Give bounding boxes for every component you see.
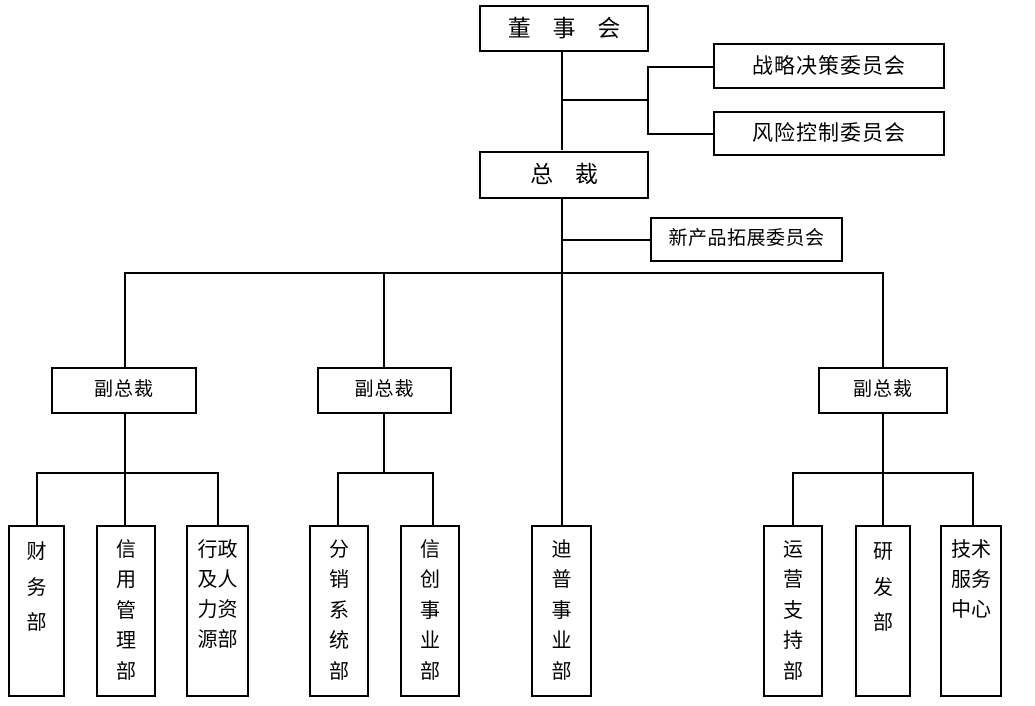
edge-president-trunk [561, 199, 563, 530]
node-vp-mid-label: 副总裁 [354, 379, 415, 401]
edge-bus-to-vp-right [882, 272, 884, 368]
edge-to-dept-xinchuang [432, 472, 434, 526]
node-strategy-committee[interactable]: 战略决策委员会 [713, 43, 945, 89]
edge-to-dept-rnd [882, 472, 884, 526]
edge-to-strategy-committee [647, 66, 714, 68]
edge-vp-mid-stem [383, 414, 385, 474]
node-dept-finance[interactable]: 财 务 部 [8, 525, 65, 697]
edge-vp-left-bus [36, 472, 219, 474]
node-dept-ops-support-label: 运 营 支 持 部 [783, 539, 803, 683]
node-new-product-committee-label: 新产品拓展委员会 [668, 228, 825, 250]
node-dept-tech-service-label: 技术 服务 中心 [951, 539, 991, 621]
edge-vp-left-stem [124, 414, 126, 474]
node-vp-left[interactable]: 副总裁 [51, 367, 197, 414]
node-dept-dptech[interactable]: 迪 普 事 业 部 [531, 525, 592, 697]
node-dept-distribution[interactable]: 分 销 系 统 部 [309, 525, 369, 697]
edge-to-dept-distribution [337, 472, 339, 526]
edge-board-president [561, 52, 563, 150]
edge-to-risk-committee [647, 133, 714, 135]
edge-to-dept-ops-support [792, 472, 794, 526]
edge-to-new-product-committee [561, 239, 651, 241]
node-dept-admin-hr-label: 行政 及人 力资 源部 [197, 539, 238, 651]
edge-to-dept-tech-service [972, 472, 974, 526]
node-new-product-committee[interactable]: 新产品拓展委员会 [650, 217, 843, 262]
edge-to-dept-admin-hr [217, 472, 219, 526]
node-risk-committee[interactable]: 风险控制委员会 [713, 111, 945, 156]
node-vp-right-label: 副总裁 [852, 379, 913, 401]
node-board[interactable]: 董 事 会 [479, 5, 649, 52]
node-dept-credit-mgmt[interactable]: 信 用 管 理 部 [96, 525, 156, 697]
node-dept-xinchuang[interactable]: 信 创 事 业 部 [400, 525, 460, 697]
node-dept-distribution-label: 分 销 系 统 部 [329, 539, 349, 683]
edge-bus-to-vp-mid [383, 272, 385, 368]
node-dept-admin-hr[interactable]: 行政 及人 力资 源部 [186, 525, 249, 697]
edge-committee-riser [647, 67, 649, 135]
node-dept-rnd[interactable]: 研 发 部 [855, 525, 911, 697]
node-vp-mid[interactable]: 副总裁 [317, 367, 452, 414]
node-dept-tech-service[interactable]: 技术 服务 中心 [940, 525, 1002, 697]
node-strategy-committee-label: 战略决策委员会 [752, 53, 906, 78]
node-president-label: 总 裁 [530, 162, 606, 188]
node-dept-xinchuang-label: 信 创 事 业 部 [420, 539, 440, 683]
node-president[interactable]: 总 裁 [479, 151, 649, 199]
node-dept-credit-mgmt-label: 信 用 管 理 部 [116, 539, 136, 683]
edge-to-dept-finance [36, 472, 38, 526]
node-board-label: 董 事 会 [507, 15, 629, 41]
node-risk-committee-label: 风险控制委员会 [752, 121, 906, 146]
node-dept-finance-label: 财 务 部 [26, 541, 47, 635]
edge-vp-right-stem [882, 414, 884, 474]
node-dept-ops-support[interactable]: 运 营 支 持 部 [763, 525, 823, 697]
edge-to-dept-credit-mgmt [124, 472, 126, 526]
edge-bus-to-vp-left [124, 272, 126, 368]
node-vp-right[interactable]: 副总裁 [818, 367, 948, 414]
edge-vp-mid-bus [337, 472, 434, 474]
node-dept-rnd-label: 研 发 部 [873, 541, 893, 635]
node-vp-left-label: 副总裁 [93, 379, 154, 401]
edge-board-committee-stem [561, 99, 649, 101]
node-dept-dptech-label: 迪 普 事 业 部 [551, 539, 572, 683]
edge-vp-bus [124, 272, 884, 274]
